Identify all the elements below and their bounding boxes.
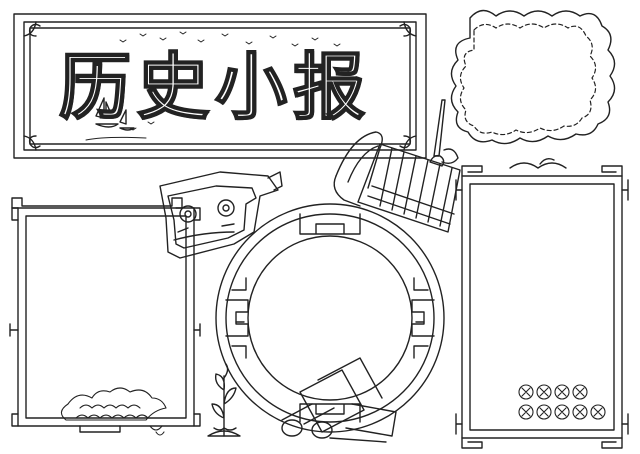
coin-pattern-icon <box>518 384 606 420</box>
rolled-scrolls-icon <box>281 357 397 443</box>
bamboo-scroll-icon <box>333 131 461 233</box>
plant-icon <box>207 363 241 437</box>
birds-icon <box>119 31 341 131</box>
left-frame <box>9 197 201 433</box>
bronze-mask-icon <box>159 171 283 259</box>
title-banner <box>13 13 427 159</box>
cloud-frame-icon <box>450 9 616 145</box>
sailboat-icon <box>85 97 147 141</box>
right-frame <box>455 157 629 449</box>
brush-icon <box>429 99 459 167</box>
page-title: 历史小报 <box>58 43 371 130</box>
waves-icon <box>60 387 167 436</box>
circle-window-frame <box>215 203 445 433</box>
